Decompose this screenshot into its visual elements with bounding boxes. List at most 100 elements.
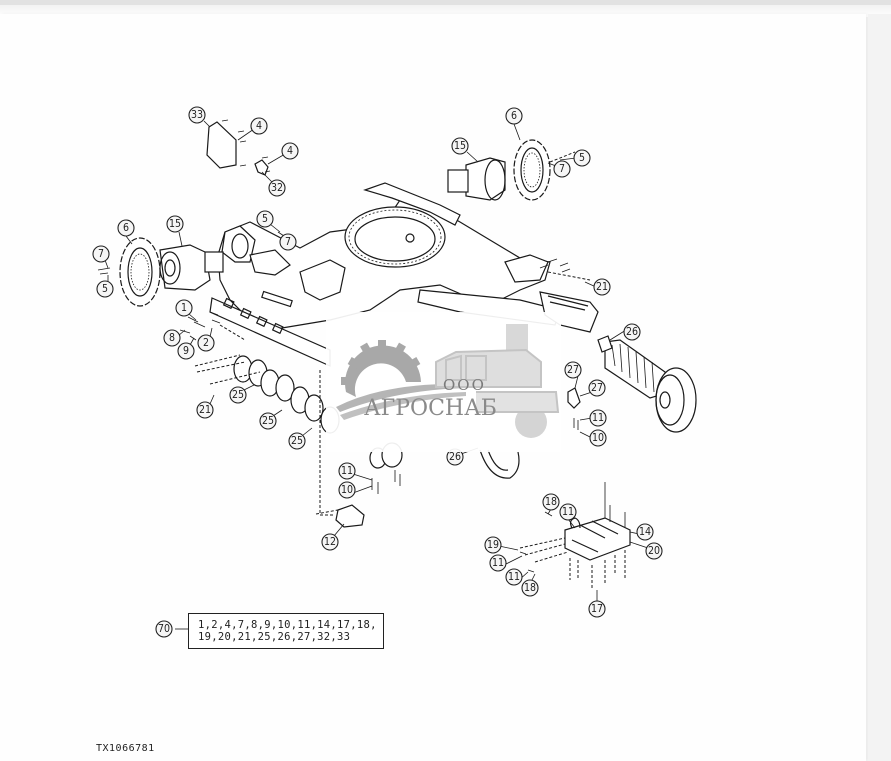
callout-number: 11 — [562, 506, 574, 518]
callout-number: 18 — [524, 582, 536, 594]
callout-number: 26 — [626, 326, 638, 338]
callout-15: 15 — [166, 215, 184, 233]
callout-circle — [588, 600, 606, 618]
callout-7: 7 — [92, 245, 110, 263]
callout-number: 1 — [181, 302, 187, 314]
callout-number: 18 — [545, 496, 557, 508]
callout-15: 15 — [451, 137, 469, 155]
idler-recoil-spring-drawing — [479, 335, 697, 479]
callout-number: 6 — [123, 222, 129, 234]
callout-10: 10 — [589, 429, 607, 447]
callout-number: 5 — [579, 152, 585, 164]
callout-circle — [321, 533, 339, 551]
callout-5: 5 — [573, 149, 591, 167]
callout-circle — [521, 579, 539, 597]
callout-32: 32 — [268, 179, 286, 197]
callout-number: 11 — [592, 412, 604, 424]
harvester-icon — [435, 324, 560, 438]
callout-circle — [489, 554, 507, 572]
callout-number: 27 — [567, 364, 579, 376]
callout-circle — [542, 493, 560, 511]
kit-contents-legend: 1,2,4,7,8,9,10,11,14,17,18, 19,20,21,25,… — [188, 613, 384, 649]
callout-circle — [196, 401, 214, 419]
callout-number: 21 — [199, 404, 211, 416]
callout-number: 5 — [102, 283, 108, 295]
callout-number: 20 — [648, 545, 660, 557]
callout-number: 11 — [492, 557, 504, 569]
callout-number: 33 — [191, 109, 203, 121]
track-guard-drawing — [519, 482, 631, 590]
callout-number: 6 — [511, 110, 517, 122]
callout-circle — [645, 542, 663, 560]
callout-25: 25 — [229, 386, 247, 404]
callout-number: 9 — [183, 345, 189, 357]
callout-circle — [117, 219, 135, 237]
callout-2: 2 — [197, 334, 215, 352]
callout-number: 15 — [454, 140, 466, 152]
callout-4: 4 — [281, 142, 299, 160]
callout-21: 21 — [196, 401, 214, 419]
watermark-prefix: ООО — [443, 376, 486, 394]
bolt-hardware-drawing — [179, 258, 591, 341]
callout-circle — [279, 233, 297, 251]
callout-circle — [505, 568, 523, 586]
callout-10: 10 — [338, 481, 356, 499]
callout-circle — [250, 117, 268, 135]
callout-circle — [588, 379, 606, 397]
cover-plate-drawing — [206, 119, 271, 176]
callout-circle — [589, 429, 607, 447]
callout-26: 26 — [446, 448, 464, 466]
callout-26: 26 — [623, 323, 641, 341]
callout-number: 11 — [341, 465, 353, 477]
callout-4: 4 — [250, 117, 268, 135]
callout-5: 5 — [96, 280, 114, 298]
callout-circle — [573, 149, 591, 167]
callout-11: 11 — [489, 554, 507, 572]
callout-19: 19 — [484, 536, 502, 554]
callout-number: 5 — [262, 213, 268, 225]
callout-number: 7 — [98, 248, 104, 260]
callout-circle — [96, 280, 114, 298]
callout-1: 1 — [175, 299, 193, 317]
callout-circle — [175, 299, 193, 317]
callout-circle — [281, 142, 299, 160]
left-sprocket-drawing — [97, 237, 224, 307]
callout-number: 2 — [203, 337, 209, 349]
callout-number: 4 — [287, 145, 293, 157]
callout-18: 18 — [521, 579, 539, 597]
callout-circle — [188, 106, 206, 124]
callout-33: 33 — [188, 106, 206, 124]
callout-25: 25 — [259, 412, 277, 430]
callout-25: 25 — [288, 432, 306, 450]
callout-7: 7 — [553, 160, 571, 178]
callout-circle — [268, 179, 286, 197]
callout-number: 25 — [262, 415, 274, 427]
lower-roller-drawing — [315, 442, 403, 528]
callout-11: 11 — [559, 503, 577, 521]
callout-20: 20 — [645, 542, 663, 560]
callout-11: 11 — [505, 568, 523, 586]
legend-line-2: 19,20,21,25,26,27,32,33 — [198, 631, 351, 643]
callout-number: 25 — [291, 435, 303, 447]
callout-18: 18 — [542, 493, 560, 511]
callout-circle — [553, 160, 571, 178]
right-gutter — [868, 14, 891, 761]
legend-callout-number: 70 — [158, 623, 170, 635]
track-rollers-drawing — [194, 354, 340, 516]
callout-number: 7 — [285, 236, 291, 248]
callout-circle — [259, 412, 277, 430]
callout-11: 11 — [589, 409, 607, 427]
callout-number: 15 — [169, 218, 181, 230]
callout-number: 10 — [341, 484, 353, 496]
callout-6: 6 — [505, 107, 523, 125]
callout-circle — [288, 432, 306, 450]
callout-circle — [92, 245, 110, 263]
callout-7: 7 — [279, 233, 297, 251]
watermark-panel — [326, 312, 561, 452]
right-sprocket-drawing — [447, 139, 576, 201]
figure-id: TX1066781 — [96, 743, 155, 754]
callout-number: 32 — [271, 182, 283, 194]
callout-number: 4 — [256, 120, 262, 132]
